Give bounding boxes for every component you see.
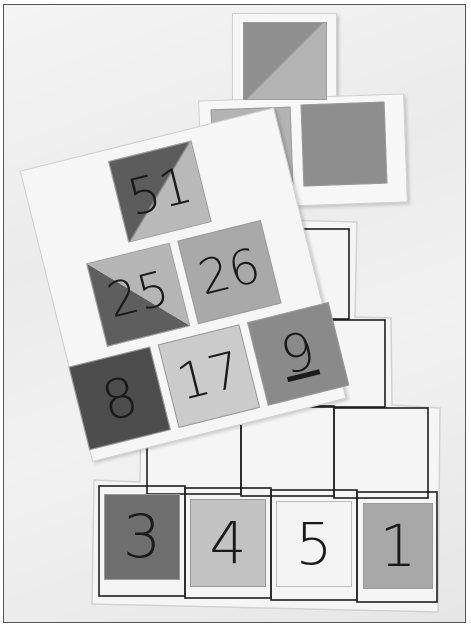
- base-tile-3: 5: [276, 501, 352, 587]
- base-tile-3-number: 5: [277, 502, 351, 586]
- base-tile-2-number: 4: [191, 500, 265, 586]
- base-tile-2: 4: [190, 499, 266, 587]
- base-tile-1: 3: [104, 494, 180, 580]
- base-tile-4-number: 1: [364, 504, 432, 588]
- base-tile-4: 1: [363, 503, 433, 589]
- base-tile-1-number: 3: [105, 495, 179, 579]
